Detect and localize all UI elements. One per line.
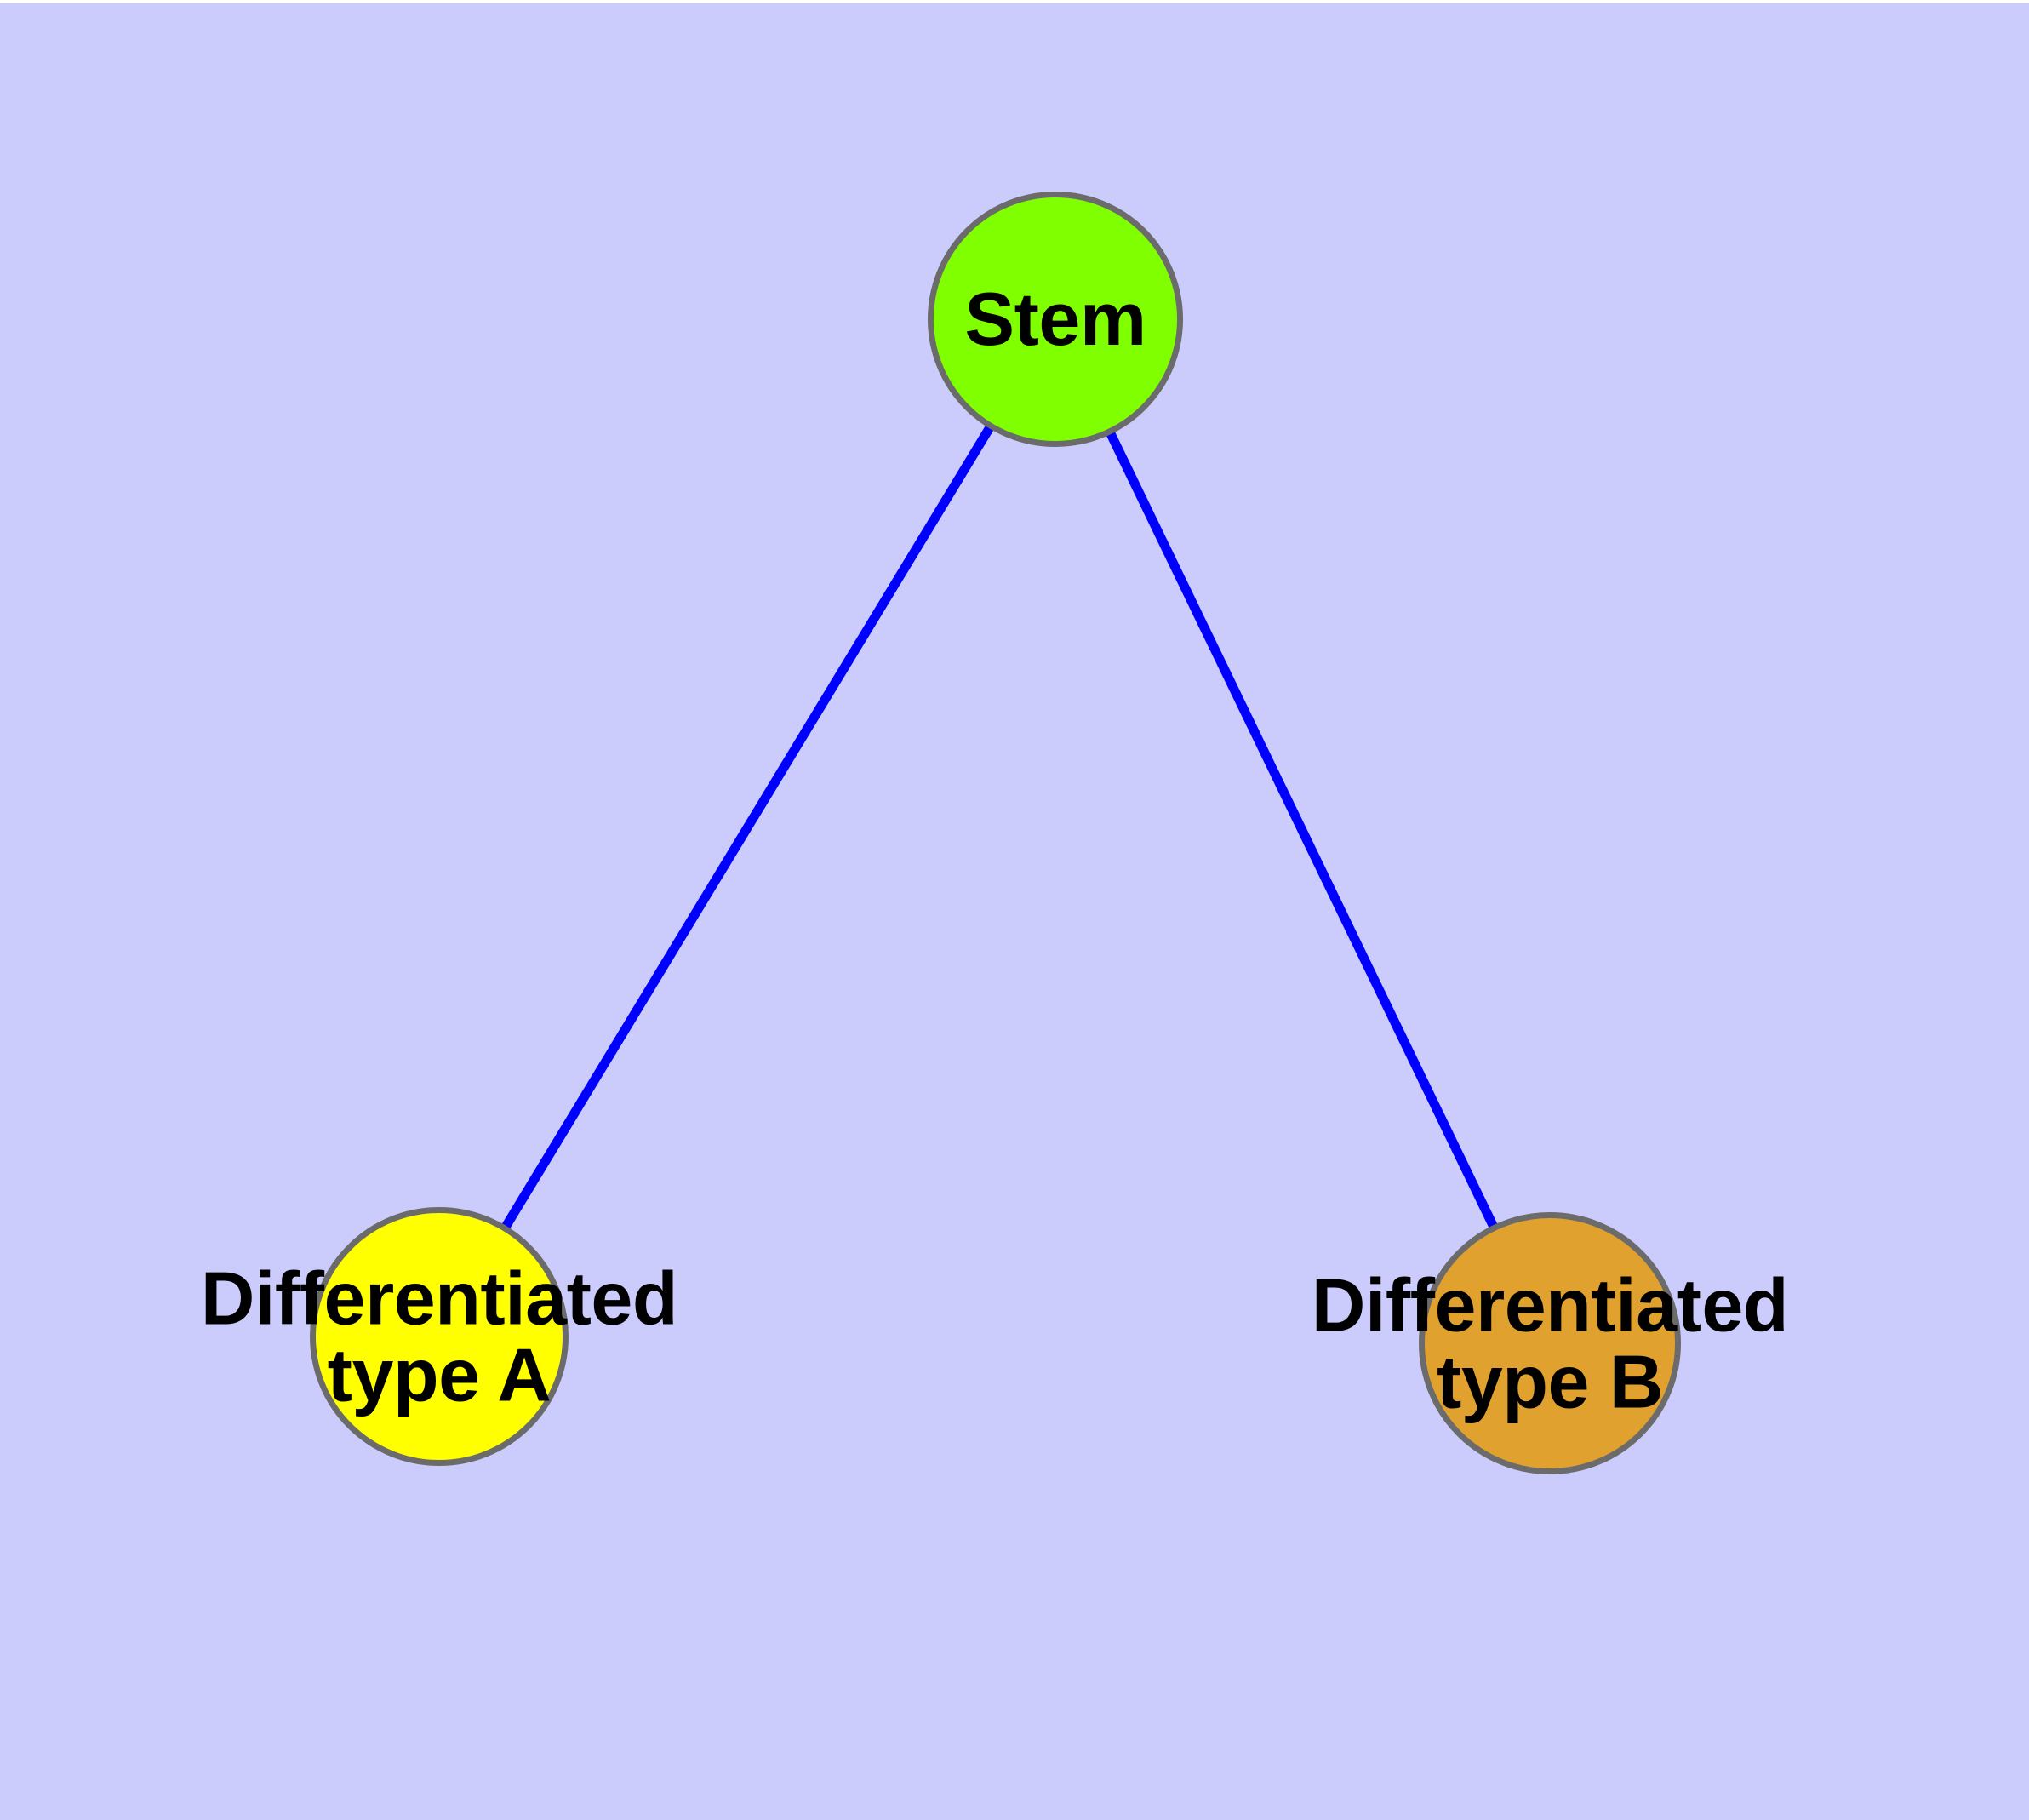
edge-stem-to-differentiated-type-b[interactable] [1106, 430, 1498, 1229]
edges-layer [501, 424, 1498, 1230]
graph-svg [310, 192, 1681, 1474]
graph-plot-area: Stem Differentiated type A Differentiate… [0, 3, 2029, 1820]
node-differentiated-type-b[interactable] [1419, 1212, 1681, 1474]
edge-stem-to-differentiated-type-a[interactable] [501, 424, 995, 1230]
nodes-layer [310, 192, 1681, 1474]
node-stem[interactable] [928, 192, 1183, 447]
node-differentiated-type-a[interactable] [310, 1207, 569, 1466]
